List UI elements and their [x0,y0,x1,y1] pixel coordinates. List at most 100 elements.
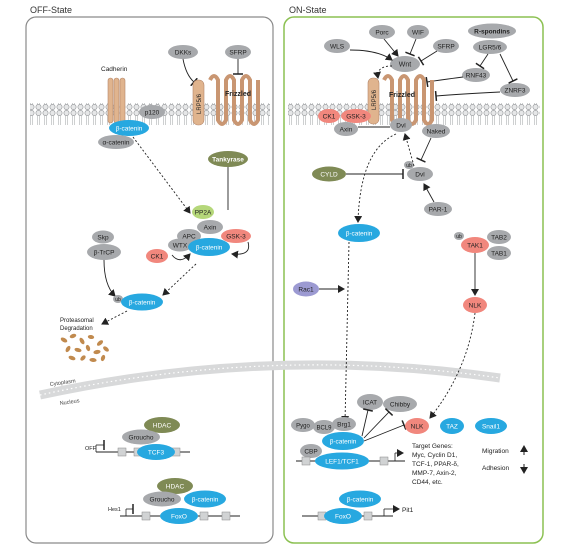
off-state-panel [25,16,274,544]
naked-node [422,124,450,138]
svg-text:Dvl: Dvl [396,123,406,130]
svg-text:α-catenin: α-catenin [103,140,130,147]
svg-text:FoxO: FoxO [171,514,187,521]
off-frizzled-receptor [208,74,260,126]
pp2a-node [192,205,214,219]
svg-text:Chibby: Chibby [390,402,411,409]
pygo-node [291,418,315,432]
cyld-node [312,166,346,182]
taz-node [440,418,464,434]
svg-text:TAZ: TAZ [446,424,458,431]
rspondin-node [468,23,516,39]
target-genes-line-5: CD44, etc. [412,479,443,486]
svg-text:LEF1/TCF1: LEF1/TCF1 [325,459,359,466]
svg-text:DKKs: DKKs [175,50,192,57]
lef-tcf-node [315,452,369,470]
target-genes-line-1: Target Genes: [412,443,453,450]
svg-text:TCF3: TCF3 [148,450,165,457]
on-gsk3-node [341,109,371,123]
svg-text:WLS: WLS [330,44,345,51]
btrcp-node [87,244,121,260]
off-beta-catenin-foxo [184,490,226,508]
on-beta-catenin-cytoplasm [338,224,380,242]
brg1-node [332,417,356,431]
alpha-catenin-node [98,135,134,149]
cbp-node [300,444,322,458]
wtx-node [168,238,192,252]
off-axin-node [197,220,223,234]
on-axin-node [334,122,358,136]
svg-text:β-catenin: β-catenin [192,497,219,504]
svg-text:TAK1: TAK1 [467,243,483,250]
tab2-node [487,230,511,244]
svg-text:GSK-3: GSK-3 [226,234,246,241]
svg-text:Naked: Naked [427,129,446,136]
nlk-cytoplasm-node [463,297,487,313]
off-beta-catenin-ub [121,293,163,311]
svg-text:Axin: Axin [340,127,353,134]
off-hdac-node [144,417,180,433]
off-hdac-foxo-node [157,478,193,494]
tankyrase-node [208,151,248,167]
svg-text:β-TrCP: β-TrCP [94,250,115,257]
svg-text:CBP: CBP [304,449,317,456]
off-state-title: OFF-State [30,5,72,15]
off-beta-catenin-complex [188,238,230,256]
svg-text:Skp: Skp [97,235,109,242]
svg-text:APC: APC [182,234,196,241]
svg-text:TAB1: TAB1 [491,251,507,258]
on-ck1-node [318,109,340,123]
dvl-ub-tag [404,161,414,169]
dkk-node [168,45,198,59]
svg-text:FoxO: FoxO [335,514,351,521]
pit1-label: Pit1 [402,507,414,514]
on-sfrp-node [433,39,459,53]
cytoplasm-label: Cytoplasm [49,378,76,388]
off-lrp-receptor [192,79,205,126]
off-groucho-foxo-node [143,491,181,507]
snail1-node [475,418,507,434]
target-genes-line-2: Myc, Cyclin D1, [412,452,457,459]
porc-node [369,25,395,39]
svg-text:WTX: WTX [173,243,188,250]
svg-text:ub: ub [456,234,462,240]
svg-text:Brg1: Brg1 [337,422,351,429]
icat-node [357,394,383,410]
on-state-title: ON-State [289,5,327,15]
svg-text:CK1: CK1 [151,254,164,261]
rnf43-node [462,68,490,82]
svg-text:PP2A: PP2A [195,210,212,217]
p120-node [139,105,165,119]
svg-text:WIF: WIF [412,30,424,37]
on-foxo-node [324,508,362,524]
off-groucho-node [122,429,160,445]
svg-text:β-catenin: β-catenin [330,439,357,446]
par1-node [424,202,452,216]
cadherin-label: Cadherin [101,66,128,73]
wnt-node [390,56,420,72]
off-ck1-node [146,249,168,263]
svg-text:Rac1: Rac1 [298,287,314,294]
off-ub-node [113,295,123,303]
svg-text:Snail1: Snail1 [482,424,500,431]
migration-label: Migration [482,448,509,455]
skp-node [92,230,114,244]
svg-text:R-spondins: R-spondins [474,29,510,36]
lgr-node [473,40,507,54]
svg-text:β-catenin: β-catenin [196,245,223,252]
off-sfrp-node [225,45,251,59]
svg-text:Groucho: Groucho [129,435,154,442]
svg-text:Frizzled: Frizzled [389,92,415,99]
degradation-label-1: Proteasomal [60,318,94,324]
svg-text:Dvl: Dvl [415,172,425,179]
svg-text:LGR5/6: LGR5/6 [479,45,502,52]
svg-text:Frizzled: Frizzled [225,91,251,98]
svg-text:LRP5/6: LRP5/6 [197,93,203,114]
rac1-node [293,281,319,297]
svg-text:Tankyrase: Tankyrase [212,157,244,164]
svg-text:Groucho: Groucho [150,497,175,504]
off-foxo-node [160,508,198,524]
degradation-label-2: Degradation [60,326,93,332]
znrf3-node [500,83,530,97]
svg-text:SFRP: SFRP [437,44,454,51]
